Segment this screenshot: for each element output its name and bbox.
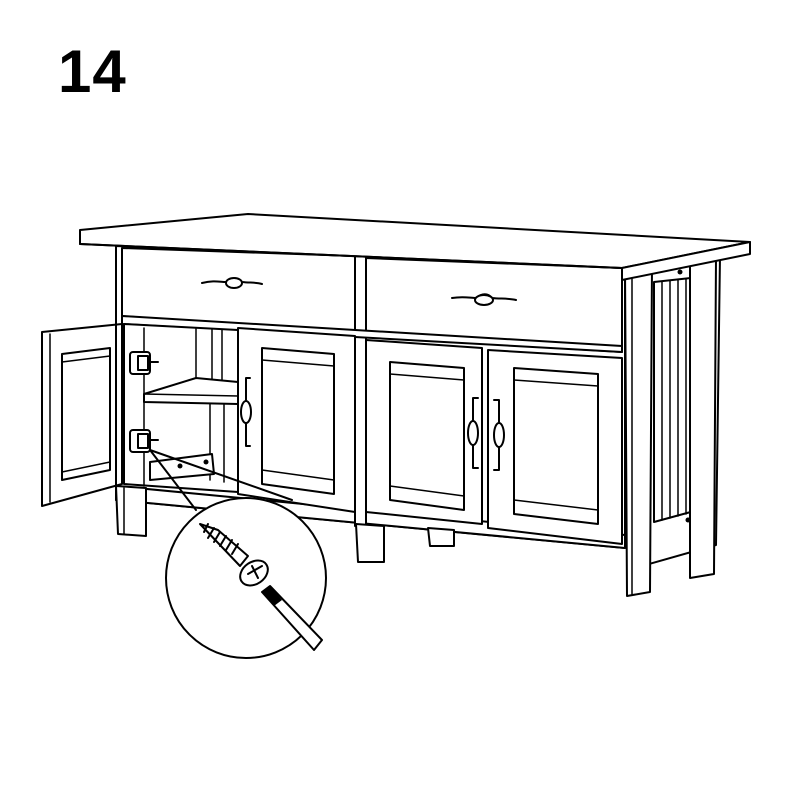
hinge-icon — [129, 351, 159, 453]
detail-callout — [149, 449, 327, 659]
step-number: 14 — [58, 38, 127, 105]
right-legs — [624, 256, 717, 597]
screw-icon — [199, 523, 269, 587]
left-cabinet-interior — [123, 323, 239, 493]
open-left-door — [41, 323, 159, 507]
cabinet-top — [79, 213, 751, 487]
right-cabinet-doors — [365, 339, 623, 545]
left-cabinet-door — [237, 327, 356, 513]
screwdriver-icon — [261, 585, 323, 651]
drawer-rail — [121, 315, 623, 353]
left-legs — [115, 485, 455, 563]
